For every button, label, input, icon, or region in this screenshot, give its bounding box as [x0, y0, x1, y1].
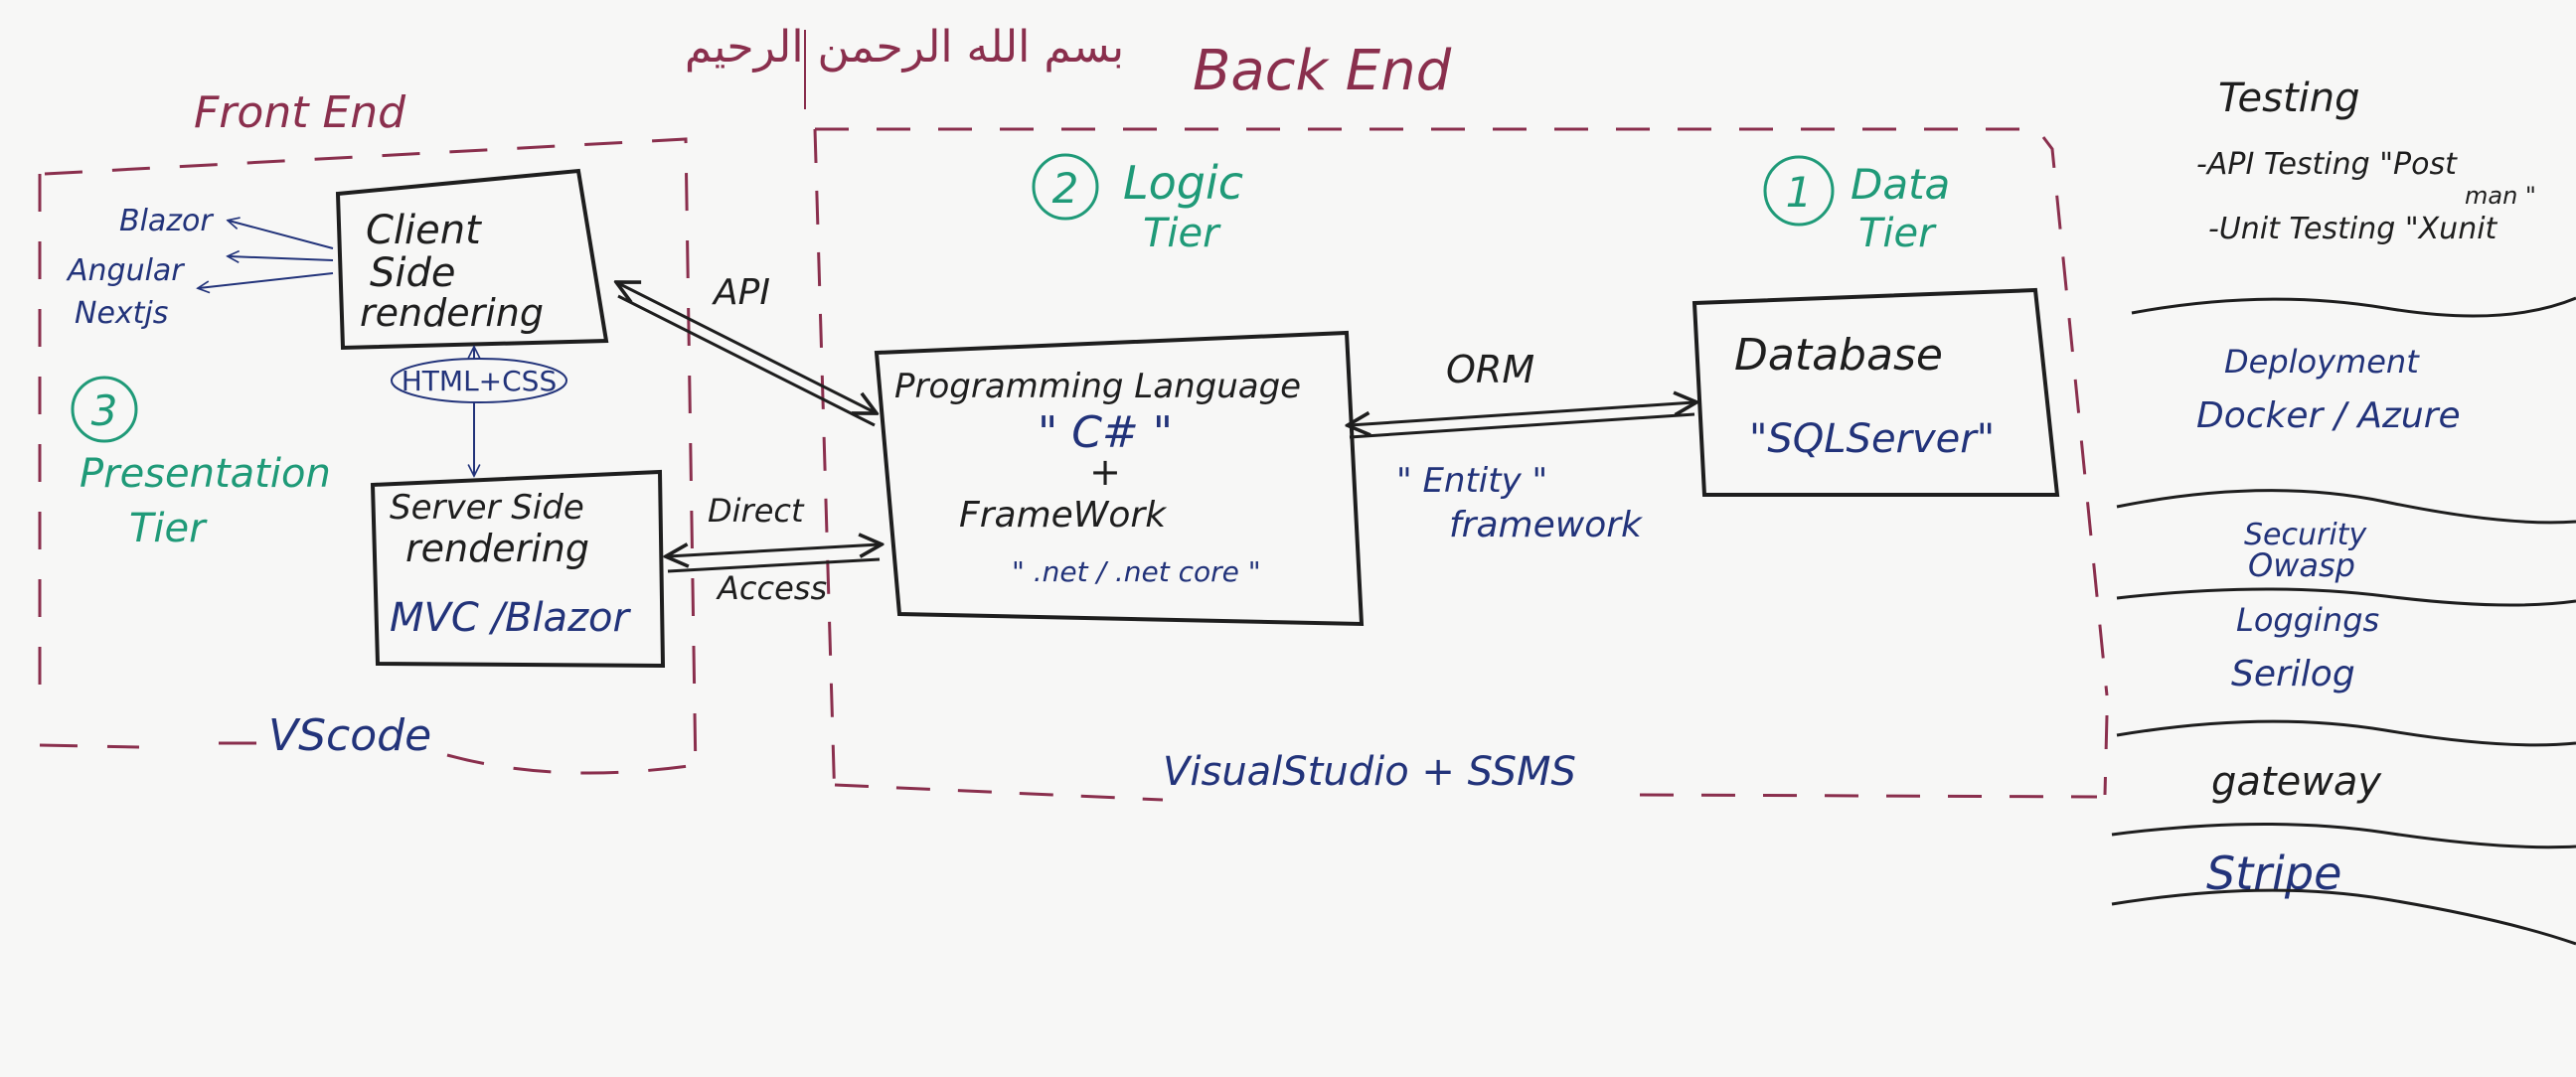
section-divider: [2111, 888, 2576, 946]
serilog-note: Serilog: [2231, 654, 2355, 694]
visual-studio-label: VisualStudio + SSMS: [1163, 749, 1576, 795]
html-css-label: HTML+CSS: [402, 365, 557, 397]
back-end-title: Back End: [1193, 39, 1452, 103]
tier-number-circle: [71, 376, 138, 443]
orm-label: ORM: [1446, 348, 1534, 391]
tier-number-circle: [1032, 153, 1099, 221]
section-divider: [2131, 296, 2576, 318]
svg-text:Tier: Tier: [129, 506, 208, 551]
unit-testing-note: -Unit Testing "Xunit: [2208, 212, 2498, 246]
svg-text:" C# ": " C# ": [1038, 407, 1173, 458]
entity-label: " Entity ": [1396, 461, 1547, 501]
deployment-title: Deployment: [2224, 343, 2420, 381]
data-tier-label: 1 Data Tier: [1763, 155, 1950, 256]
framework-angular: Angular: [66, 253, 185, 288]
logic-tier-label: 2 Logic Tier: [1032, 153, 1243, 256]
back-end-region: [815, 127, 2109, 802]
access-label: Access: [716, 569, 827, 607]
presentation-tier-label: 3 Presentation Tier: [71, 376, 331, 551]
svg-text:Side: Side: [370, 250, 456, 296]
arrow-icon: [199, 272, 334, 288]
security-title: Security: [2244, 518, 2367, 552]
svg-text:Data: Data: [1851, 160, 1950, 209]
framework-label: framework: [1449, 505, 1644, 545]
server-side-rendering-box: Server Side rendering MVC /Blazor: [370, 469, 666, 669]
direct-label: Direct: [708, 492, 805, 530]
front-end-region: [38, 137, 698, 776]
svg-text:Tier: Tier: [1858, 211, 1937, 256]
client-side-rendering-box: Client Side rendering: [335, 168, 609, 351]
tier-divider: [813, 128, 837, 806]
section-divider: [2116, 489, 2576, 525]
orm-connection: ORM " Entity " framework: [1350, 348, 1694, 545]
svg-text:" .net / .net core ": " .net / .net core ": [1012, 555, 1261, 588]
svg-text:Programming Language: Programming Language: [894, 367, 1301, 406]
html-css-connector: HTML+CSS: [391, 348, 567, 475]
svg-text:rendering: rendering: [360, 291, 544, 335]
gateway-title: gateway: [2211, 759, 2382, 805]
svg-text:+: +: [1089, 450, 1121, 494]
api-label: API: [712, 272, 770, 313]
svg-text:3: 3: [91, 386, 118, 435]
direct-access-connection: Direct Access: [668, 492, 880, 607]
svg-text:Presentation: Presentation: [80, 451, 331, 497]
framework-list: Blazor Angular Nextjs: [66, 204, 334, 331]
svg-text:rendering: rendering: [405, 527, 589, 570]
testing-title: Testing: [2218, 76, 2359, 121]
svg-text:FrameWork: FrameWork: [959, 495, 1168, 536]
svg-text:1: 1: [1786, 168, 1813, 217]
framework-blazor: Blazor: [119, 204, 214, 238]
svg-text:"SQLServer": "SQLServer": [1749, 416, 1995, 462]
arrow-icon: [229, 256, 334, 260]
front-end-title: Front End: [194, 87, 406, 138]
vscode-label: VScode: [268, 710, 431, 761]
svg-text:Database: Database: [1734, 330, 1943, 381]
svg-text:Tier: Tier: [1143, 211, 1221, 256]
side-notes: Testing -API Testing "Post man " -Unit T…: [2111, 76, 2576, 946]
section-divider: [2111, 822, 2576, 849]
programming-language-box: Programming Language " C# " + FrameWork …: [874, 330, 1365, 627]
logging-title: Loggings: [2236, 601, 2379, 639]
svg-text:MVC /Blazor: MVC /Blazor: [390, 595, 632, 641]
api-testing-note: -API Testing "Post: [2196, 147, 2458, 182]
bismillah-text: بسم الله الرحمن الرحيم: [685, 22, 1124, 73]
arrow-icon: [229, 221, 334, 249]
svg-text:2: 2: [1052, 164, 1079, 213]
section-divider: [2116, 719, 2576, 747]
svg-text:Server Side: Server Side: [390, 488, 584, 528]
docker-azure-note: Docker / Azure: [2196, 395, 2461, 436]
framework-nextjs: Nextjs: [75, 296, 168, 331]
svg-text:Logic: Logic: [1123, 156, 1243, 210]
api-testing-note-2: man ": [2465, 182, 2536, 210]
tier-number-circle: [1763, 155, 1835, 227]
owasp-note: Owasp: [2248, 546, 2355, 584]
api-connection: API: [618, 272, 875, 427]
svg-text:Client: Client: [366, 208, 482, 253]
section-divider: [2116, 587, 2576, 607]
database-box: Database "SQLServer": [1691, 287, 2060, 497]
